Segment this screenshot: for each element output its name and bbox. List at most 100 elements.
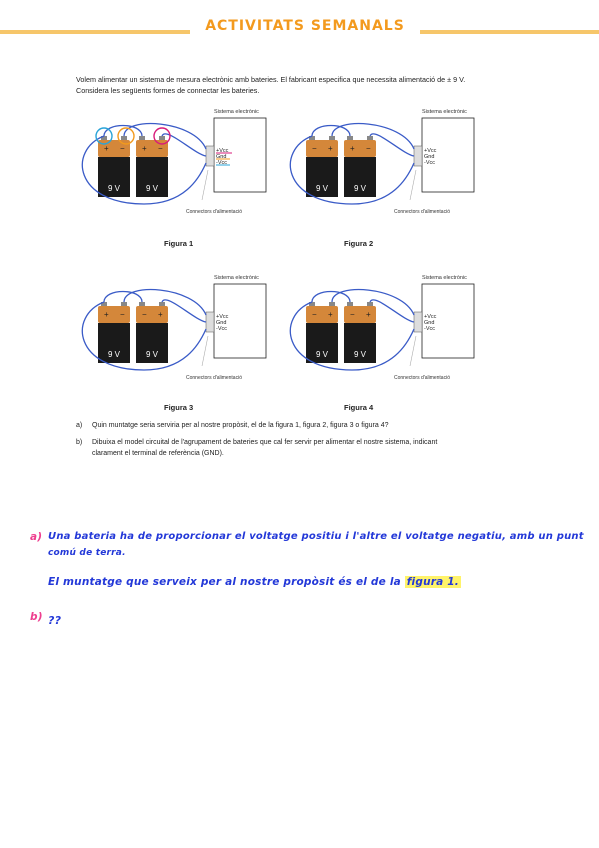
question-a-letter: a) [76, 422, 83, 429]
battery-terminal-right [329, 302, 335, 306]
battery-voltage-label: 9 V [108, 350, 121, 359]
battery-terminal-symbol-left: + [142, 144, 147, 153]
wire-bridge [311, 290, 351, 303]
battery-voltage-label: 9 V [146, 350, 159, 359]
wire-ground [161, 299, 207, 323]
battery-terminal-right [121, 136, 127, 140]
battery-body [306, 157, 338, 197]
wire-ground [369, 133, 415, 157]
battery-voltage-label: 9 V [146, 184, 159, 193]
battery-terminal-right [329, 136, 335, 140]
connector-block [205, 145, 215, 167]
answer-a-line-2: comú de terra. [48, 548, 126, 558]
system-box [213, 117, 267, 193]
battery-voltage-label: 9 V [354, 184, 367, 193]
annotation-circle-blue [95, 127, 113, 145]
wire-bridge [103, 124, 143, 137]
connectors-label: Connectors d'alimentació [186, 209, 242, 214]
figure-1-caption: Figura 1 [164, 239, 194, 248]
gnd-label: Gnd [216, 154, 226, 160]
answer-a-conclusion: El muntatge que serveix per al nostre pr… [48, 576, 401, 588]
question-a-text: Quin muntatge seria serviria per al nost… [92, 422, 389, 429]
battery-terminal-symbol-right: − [158, 144, 163, 153]
system-label: Sistema electrònic [214, 275, 259, 281]
wire-negative [81, 135, 207, 205]
vcc-negative-label: -Vcc [216, 326, 227, 332]
battery-terminal-symbol-left: + [350, 144, 355, 153]
question-b-text: Dibuixa el model circuital de l'agrupame… [92, 439, 438, 457]
connector-pointer [409, 169, 417, 201]
battery-1: + − 9 V [98, 302, 130, 363]
system-label: Sistema electrònic [214, 109, 259, 115]
battery-terminal-symbol-right: − [120, 310, 125, 319]
system-box [421, 283, 475, 359]
vcc-negative-label: -Vcc [424, 326, 435, 332]
battery-terminal-symbol-right: + [158, 310, 163, 319]
connector-pointer [201, 169, 209, 201]
battery-2: −+9 V [136, 302, 168, 363]
connectors-label: Connectors d'alimentació [394, 375, 450, 380]
battery-terminal-left [347, 302, 353, 306]
gnd-label: Gnd [424, 320, 434, 326]
battery-terminal-right [121, 302, 127, 306]
answer-b-letter: b) [30, 611, 43, 623]
battery-voltage-label: 9 V [354, 350, 367, 359]
battery-2: −+9 V [344, 302, 376, 363]
battery-cap [136, 306, 168, 323]
battery-1: − +9 V [306, 302, 338, 363]
battery-terminal-left [309, 302, 315, 306]
battery-cap [344, 306, 376, 323]
annotation-circle-magenta [153, 127, 171, 145]
battery-terminal-symbol-right: + [328, 310, 333, 319]
wire-positive [123, 288, 207, 316]
battery-terminal-symbol-left: + [104, 310, 109, 319]
gnd-label: Gnd [424, 154, 434, 160]
system-box [213, 283, 267, 359]
connectors-label: Connectors d'alimentació [186, 375, 242, 380]
battery-voltage-label: 9 V [316, 350, 329, 359]
battery-body [344, 323, 376, 363]
page-title: ACTIVITATS SEMANALS [190, 18, 420, 34]
vcc-negative-label: -Vcc [424, 160, 435, 166]
annotation-circle-orange [117, 127, 135, 145]
battery-1: +−9 V [98, 136, 130, 197]
wire-ground [161, 133, 207, 157]
battery-cap [344, 140, 376, 157]
battery-terminal-left [347, 136, 353, 140]
battery-terminal-symbol-left: − [312, 144, 317, 153]
circuit-svg: Sistema electrònic+VccGnd-VccConnectors … [81, 275, 267, 380]
battery-terminal-symbol-right: + [328, 144, 333, 153]
wire-positive [331, 122, 415, 150]
battery-terminal-symbol-left: − [312, 310, 317, 319]
battery-terminal-left [139, 302, 145, 306]
answer-a-line-1: Una bateria ha de proporcionar el voltat… [48, 531, 584, 542]
battery-cap [136, 140, 168, 157]
connector-block [413, 145, 423, 167]
battery-body [344, 157, 376, 197]
vcc-positive-label: +Vcc [424, 314, 437, 320]
circuit-svg: Sistema electrònic+VccGnd-VccConnectors … [289, 275, 475, 380]
battery-cap [306, 140, 338, 157]
battery-terminal-left [101, 302, 107, 306]
battery-terminal-symbol-right: + [366, 310, 371, 319]
question-b-letter: b) [76, 439, 83, 446]
wire-ground [369, 299, 415, 323]
answer-b-text: ?? [48, 614, 62, 627]
wire-positive [331, 288, 415, 316]
vcc-positive-label: +Vcc [424, 148, 437, 154]
battery-terminal-right [159, 136, 165, 140]
battery-terminal-right [367, 302, 373, 306]
system-box [421, 117, 475, 193]
connector-block [413, 311, 423, 333]
answer-a-letter: a) [30, 531, 43, 543]
circuit-svg: Sistema electrònic+VccGnd-VccConnectors … [81, 109, 267, 214]
battery-terminal-left [139, 136, 145, 140]
battery-terminal-symbol-left: + [104, 144, 109, 153]
battery-body [136, 157, 168, 197]
vcc-negative-label: -Vcc [216, 160, 227, 166]
battery-cap [306, 306, 338, 323]
